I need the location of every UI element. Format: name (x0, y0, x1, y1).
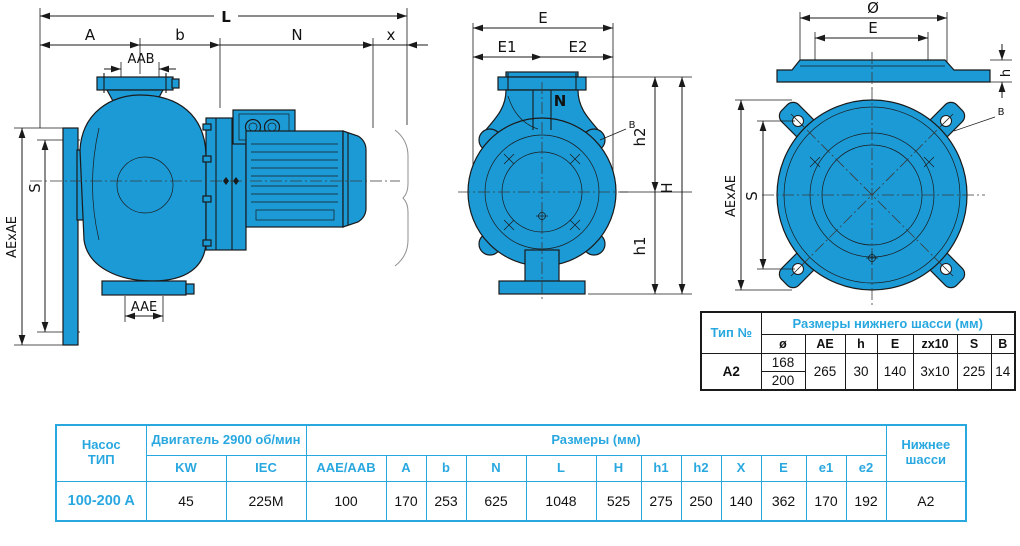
pump-drawings: L A b N x AAB AExAE S (5, 0, 1014, 346)
dim-header-cell: L (525, 454, 597, 482)
dim-label-L: L (221, 8, 231, 26)
motor-header: Двигатель 2900 об/мин (145, 424, 307, 456)
chassis-col-header: zx10 (912, 333, 958, 354)
kw-value: 45 (145, 480, 227, 522)
chassis-header-line1: Нижнее (901, 437, 951, 453)
pump-type-header-line1: Насос (81, 437, 121, 453)
phantom-guard-outline (394, 129, 409, 267)
chassis-header-line2: шасси (905, 452, 947, 468)
dim-value-cell: 625 (465, 480, 527, 522)
chassis-column-header: Нижнее шасси (885, 424, 967, 482)
dim-value-cell: 170 (385, 480, 427, 522)
dim-label-AExAE-side: AExAE (5, 216, 20, 258)
dim-header-cell: h2 (680, 454, 722, 482)
dim-value-cell: 253 (425, 480, 467, 522)
col-header-kw: KW (145, 454, 227, 482)
dim-header-cell: X (720, 454, 762, 482)
base-plate-edge (62, 127, 79, 346)
inner-bolt-marks (809, 156, 935, 264)
chassis-diameter-cell: 168 200 (760, 352, 806, 390)
chassis-type-header: Тип № (700, 311, 762, 354)
dim-header-cell: e1 (805, 454, 847, 482)
dim-value-cell: 525 (595, 480, 642, 522)
chassis-value-B: 14 (990, 352, 1016, 390)
pump-type-header: Насос ТИП (55, 424, 147, 482)
dim-header-cell: N (465, 454, 527, 482)
discharge-flange (96, 76, 174, 91)
chassis-view-drawing: Ø E h (724, 0, 1014, 305)
dim-value-cell: 1048 (525, 480, 597, 522)
chassis-value-S: 225 (956, 352, 992, 390)
dim-label-AExAE-base: AExAE (724, 175, 739, 217)
fan-cover (342, 130, 367, 228)
chassis-value-h: 30 (844, 352, 878, 390)
dim-header-cell: e2 (845, 454, 887, 482)
dim-header-cell: H (595, 454, 642, 482)
iec-value: 225M (225, 480, 307, 522)
dim-header-cell: h1 (640, 454, 682, 482)
dim-label-E2: E2 (568, 38, 587, 56)
label-B-base: B (998, 107, 1005, 118)
dim-header-cell: E (760, 454, 807, 482)
chassis-value-AE: 265 (804, 352, 846, 390)
dim-value-cell: 100 (305, 480, 387, 522)
dim-label-S-side: S (26, 183, 44, 193)
chassis-profile (776, 59, 991, 83)
dim-label-A: A (85, 26, 96, 44)
diameter-value-top: 168 (771, 354, 795, 370)
dim-label-h2: h2 (631, 127, 649, 146)
dim-value-cell: 170 (805, 480, 847, 522)
dim-label-diameter: Ø (867, 0, 879, 17)
dim-label-E-front: E (538, 9, 547, 27)
dim-header-cell: b (425, 454, 467, 482)
dim-label-N: N (291, 26, 302, 44)
dim-label-h-base: h (999, 69, 1014, 77)
dim-label-H: H (658, 182, 676, 193)
dim-value-cell: 250 (680, 480, 722, 522)
chassis-table-title: Размеры нижнего шасси (мм) (760, 311, 1016, 335)
dim-value-cell: 362 (760, 480, 807, 522)
motor-body (245, 130, 344, 228)
chassis-col-header: ø (760, 333, 806, 354)
col-header-iec: IEC (225, 454, 307, 482)
dim-header-cell: AAE/AAB (305, 454, 387, 482)
pump-type-value: 100-200 A (55, 480, 147, 522)
chassis-dimensions-table: Тип № Размеры нижнего шасси (мм) ø AE h … (700, 311, 1017, 391)
label-N-port: N (554, 92, 567, 110)
dim-label-AAE: AAE (131, 300, 157, 315)
chassis-value-zx10: 3x10 (912, 352, 958, 390)
dim-label-E1: E1 (497, 38, 516, 56)
dim-value-cell: 275 (640, 480, 682, 522)
casing-bolt-marks (503, 153, 581, 231)
chassis-type-value: A2 (700, 352, 762, 390)
dim-header-cell: A (385, 454, 427, 482)
suction-flange (101, 280, 187, 296)
pump-type-header-line2: ТИП (87, 452, 115, 468)
chassis-col-header: h (844, 333, 878, 354)
dim-label-S-base: S (743, 191, 761, 201)
chassis-value-E: 140 (876, 352, 914, 390)
front-view-drawing: E E1 E2 N B (458, 9, 692, 302)
diameter-value-bottom: 200 (762, 370, 804, 389)
dim-label-x: x (387, 26, 396, 44)
dim-label-b: b (175, 26, 185, 44)
label-B-front: B (629, 120, 636, 131)
dim-label-h1: h1 (631, 236, 649, 255)
dim-value-cell: 192 (845, 480, 887, 522)
volute-casing (79, 94, 207, 282)
dim-value-cell: 140 (720, 480, 762, 522)
chassis-col-header: S (956, 333, 992, 354)
pedestal (524, 249, 560, 283)
dimensions-header: Размеры (мм) (305, 424, 887, 456)
side-view-drawing: L A b N x AAB AExAE S (5, 8, 428, 346)
chassis-col-header: E (876, 333, 914, 354)
chassis-ref-value: A2 (885, 480, 967, 522)
motor-fins (251, 143, 338, 203)
pump-dimensions-table: Насос ТИП Двигатель 2900 об/мин Размеры … (55, 424, 968, 522)
dim-label-E-base: E (868, 19, 877, 37)
chassis-col-header: AE (804, 333, 846, 354)
chassis-col-header: B (990, 333, 1016, 354)
dim-label-AAB: AAB (127, 52, 154, 67)
